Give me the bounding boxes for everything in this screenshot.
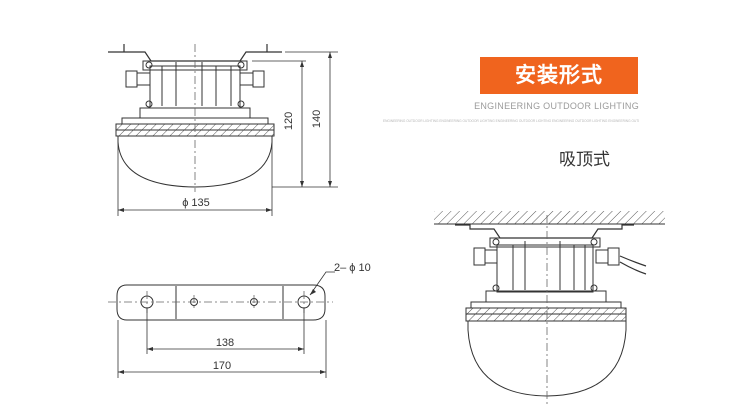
ceiling — [434, 211, 665, 225]
mount-type-label: 吸顶式 — [559, 150, 610, 170]
dim-hole-spec: 2– ϕ 10 — [334, 262, 371, 274]
dim-height-body: 120 — [283, 112, 295, 130]
dim-diameter: ϕ 135 — [182, 197, 210, 209]
dim-hole-spacing: 138 — [216, 337, 234, 349]
dim-height-total: 140 — [311, 110, 323, 128]
bracket-dimension-lines — [117, 271, 335, 378]
dim-bracket-length: 170 — [213, 360, 231, 372]
title-banner — [480, 57, 638, 94]
side-dimension-arrows — [118, 52, 332, 212]
section-subtitle: ENGINEERING OUTDOOR LIGHTING — [474, 101, 639, 111]
bracket-center-lines — [108, 291, 333, 313]
ceiling-mounted-lamp-view — [455, 224, 647, 397]
side-dimension-lines — [117, 51, 338, 216]
section-title: 安装形式 — [515, 63, 603, 87]
decorative-subline: ENGINEERING OUTDOOR LIGHTING ENGINEERING… — [383, 119, 639, 123]
bracket-dimension-arrows — [118, 289, 326, 374]
bracket-plan-view — [116, 284, 326, 321]
